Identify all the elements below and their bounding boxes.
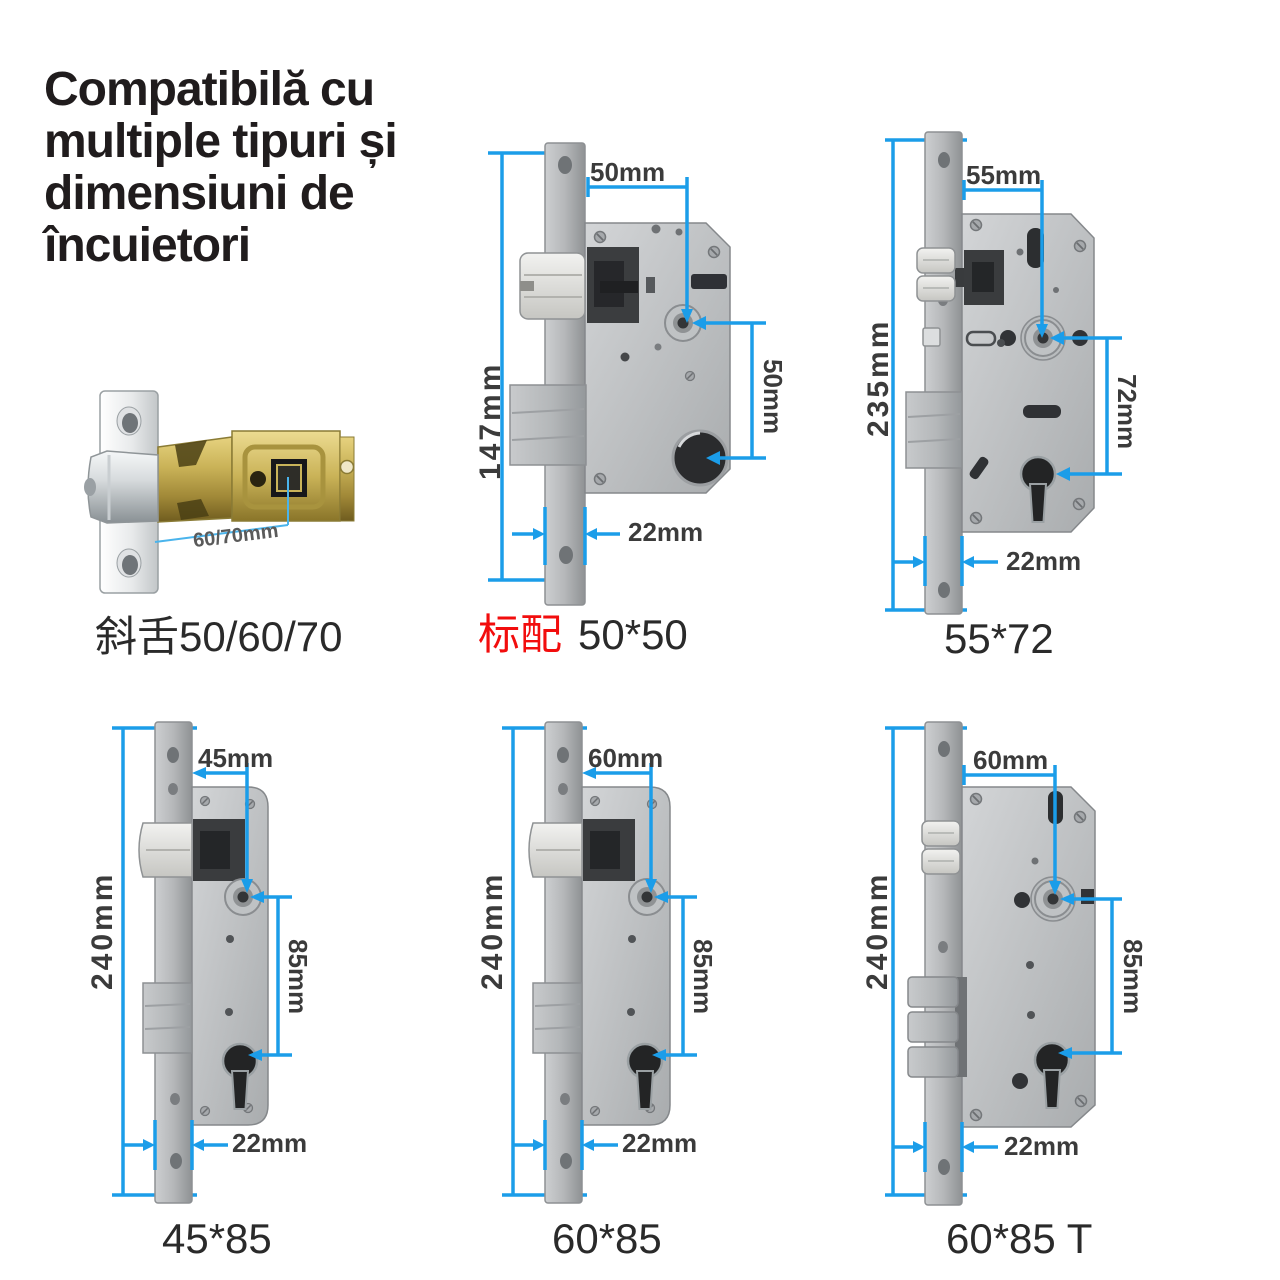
latch-bolt-figure: 60/70mm — [75, 385, 405, 600]
lock-45x85-illustration — [112, 721, 292, 1204]
lock-diagram-50x50: 147mm 50mm 50mm 22mm — [450, 135, 810, 610]
lock-60x85-illustration — [502, 721, 697, 1204]
latch-dimension-line — [154, 477, 289, 543]
dim-center-label: 85mm — [283, 939, 313, 1015]
center-distance-dimension-line — [1058, 893, 1122, 1059]
lock-caption-45x85: 45*85 — [162, 1216, 272, 1262]
dim-backset-label: 55mm — [966, 160, 1042, 190]
latch-bolt-illustration — [84, 390, 355, 594]
lock-caption-50x50: 标配 50*50 — [478, 612, 688, 658]
dim-edge-label: 22mm — [622, 1128, 698, 1158]
dim-edge-label: 22mm — [1006, 546, 1082, 576]
dim-edge-label: 22mm — [628, 517, 704, 547]
dim-height-label: 147mm — [474, 361, 507, 480]
dim-height-label: 240mm — [861, 871, 894, 990]
lock-55x72-illustration — [885, 131, 1122, 615]
page-title: Compatibilă cu multiple tipuri și dimens… — [44, 63, 398, 272]
lock-faceplate — [154, 721, 193, 1204]
latch-bolt — [528, 822, 583, 878]
lock-faceplate — [544, 142, 586, 606]
backset-dimension-line — [586, 177, 693, 323]
caption-size: 45*85 — [162, 1215, 272, 1262]
center-distance-dimension-line — [1050, 331, 1122, 481]
deadbolt — [509, 384, 587, 466]
lock-mechanism — [583, 819, 635, 881]
backset-dimension-line — [962, 180, 1048, 338]
backset-dimension-line — [962, 765, 1061, 895]
latch-barrel — [157, 436, 233, 523]
backset-dimension-line — [192, 763, 253, 893]
latch-bolt — [138, 822, 193, 878]
caption-size: 55*72 — [944, 615, 1054, 662]
faceplate-width-dimension-line — [894, 536, 998, 586]
dim-center-label: 85mm — [688, 939, 718, 1015]
latch-caption-text: 斜舌50/60/70 — [95, 613, 343, 660]
lock-faceplate — [924, 721, 963, 1206]
dim-center-label: 85mm — [1118, 939, 1148, 1015]
lock-mechanism — [587, 247, 639, 323]
lock-faceplate — [924, 131, 963, 615]
dim-height-label: 240mm — [86, 871, 119, 990]
dim-edge-label: 22mm — [232, 1128, 308, 1158]
caption-size: 50*50 — [578, 611, 688, 658]
lock-diagram-60x85: 240mm 60mm 85mm 22mm — [450, 715, 790, 1215]
dim-center-label: 72mm — [1112, 374, 1142, 450]
lock-diagram-45x85: 240mm 45mm 85mm 22mm — [80, 715, 400, 1215]
center-distance-dimension-line — [692, 316, 766, 465]
dim-backset-label: 50mm — [590, 157, 666, 187]
caption-size: 60*85 T — [946, 1215, 1093, 1262]
center-distance-dimension-line — [248, 891, 292, 1061]
lock-60x85T-illustration — [885, 721, 1122, 1206]
latch-bolt — [519, 252, 586, 320]
lock-caption-60x85: 60*85 — [552, 1216, 662, 1262]
latch-rollers — [916, 247, 956, 347]
dim-height-label: 240mm — [476, 871, 509, 990]
faceplate-width-dimension-line — [894, 1122, 998, 1172]
dim-backset-label: 45mm — [198, 743, 274, 773]
caption-size: 60*85 — [552, 1215, 662, 1262]
lock-body — [961, 786, 1096, 1128]
latch-housing — [231, 430, 355, 522]
lock-diagram-55x72: 235mm 55mm 72mm 22mm — [860, 122, 1240, 620]
dim-edge-label: 22mm — [1004, 1131, 1080, 1161]
backset-dimension-line — [582, 763, 657, 893]
deadbolt — [532, 982, 583, 1054]
caption-prefix: 标配 — [478, 611, 563, 658]
lock-mechanism — [964, 250, 1004, 305]
dim-center-label: 50mm — [758, 359, 788, 435]
center-distance-dimension-line — [652, 891, 697, 1061]
lock-caption-55x72: 55*72 — [944, 616, 1054, 662]
faceplate-width-dimension-line — [512, 507, 620, 565]
deadbolt-rollers — [907, 976, 967, 1078]
deadbolt — [905, 391, 963, 469]
lock-50x50-illustration — [488, 142, 766, 606]
dim-height-label: 235mm — [862, 318, 895, 437]
lock-mechanism — [193, 819, 245, 881]
dim-backset-label: 60mm — [588, 743, 664, 773]
lock-faceplate — [544, 721, 583, 1204]
faceplate-width-dimension-line — [514, 1120, 618, 1170]
dim-backset-label: 60mm — [973, 745, 1049, 775]
latch-caption: 斜舌50/60/70 — [95, 614, 343, 660]
lock-caption-60x85T: 60*85 T — [946, 1216, 1092, 1262]
faceplate-width-dimension-line — [124, 1120, 228, 1170]
latch-head — [84, 450, 159, 524]
lock-diagram-60x85T: 240mm 60mm 85mm 22mm — [860, 715, 1240, 1215]
deadbolt — [142, 982, 193, 1054]
